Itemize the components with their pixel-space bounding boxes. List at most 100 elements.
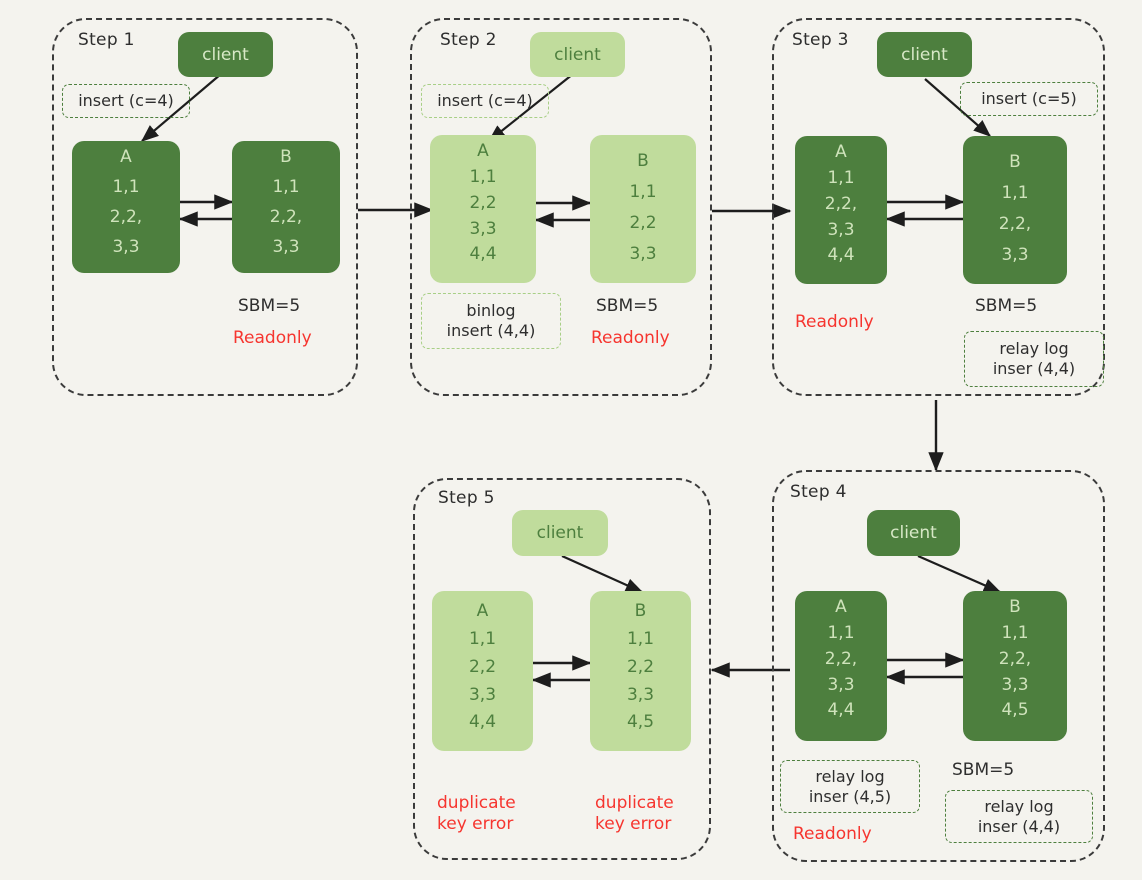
step-3-node-a-row-1: 1,1: [827, 167, 855, 188]
step-4-node-a-row-2: 2,2,: [824, 648, 858, 669]
step-4-client-box[interactable]: client: [867, 510, 960, 556]
step-2-node-a-title: A: [477, 141, 489, 161]
step-4-annot-readonly: Readonly: [793, 824, 872, 844]
step-2-node-a-row-4: 4,4: [469, 244, 497, 265]
step-3-title: Step 3: [792, 30, 849, 50]
step-3-annot-sbm: SBM=5: [975, 296, 1038, 316]
step-3-node-a-row-3: 3,3: [827, 219, 855, 240]
panel-step-5[interactable]: [413, 478, 711, 860]
step-2-node-a-row-1: 1,1: [469, 166, 497, 187]
step-1-title: Step 1: [78, 30, 135, 50]
step-5-node-a-title: A: [476, 601, 489, 621]
step-4-node-b[interactable]: B 1,1 2,2, 3,3 4,5: [963, 591, 1067, 741]
step-1-node-b-row-2: 2,2,: [269, 206, 303, 227]
step-4-callout-relay-log-b-line-1: relay log: [984, 796, 1054, 816]
panel-step-4[interactable]: [772, 470, 1105, 862]
step-2-node-b-row-2: 2,2: [629, 212, 657, 233]
step-5-annot-duplicate-key-error-a: duplicate key error: [437, 793, 516, 835]
step-5-node-a-row-3: 3,3: [468, 684, 497, 705]
step-3-callout-insert-c5[interactable]: insert (c=5): [960, 82, 1098, 116]
step-4-annot-sbm: SBM=5: [952, 760, 1015, 780]
step-5-node-b[interactable]: B 1,1 2,2 3,3 4,5: [590, 591, 691, 751]
step-1-node-a-row-2: 2,2,: [109, 206, 143, 227]
panel-step-3[interactable]: [772, 18, 1105, 396]
step-3-node-a-title: A: [835, 142, 847, 162]
step-1-annot-readonly: Readonly: [233, 328, 312, 348]
step-5-node-a-row-4: 4,4: [468, 712, 497, 733]
step-3-node-a[interactable]: A 1,1 2,2, 3,3 4,4: [795, 136, 887, 284]
step-2-callout-insert-c4-line-1: insert (c=4): [437, 91, 533, 110]
step-5-node-b-row-2: 2,2: [626, 656, 655, 677]
step-5-annot-duplicate-key-error-b: duplicate key error: [595, 793, 674, 835]
step-4-callout-relay-log-a-line-1: relay log: [815, 766, 885, 786]
step-4-node-a[interactable]: A 1,1 2,2, 3,3 4,4: [795, 591, 887, 741]
step-1-node-a-title: A: [120, 147, 132, 167]
step-1-annot-sbm: SBM=5: [238, 296, 301, 316]
step-4-callout-relay-log-a-line-2: inser (4,5): [808, 786, 892, 806]
panel-step-2[interactable]: [410, 18, 712, 396]
step-3-node-b-row-1: 1,1: [1001, 182, 1029, 203]
step-1-callout-insert-c4[interactable]: insert (c=4): [62, 84, 190, 118]
step-2-node-b-row-3: 3,3: [629, 243, 657, 264]
step-4-node-b-title: B: [1009, 597, 1021, 617]
step-5-node-a-row-2: 2,2: [468, 656, 497, 677]
step-4-node-a-row-3: 3,3: [827, 674, 855, 695]
step-4-node-a-row-1: 1,1: [827, 622, 855, 643]
step-5-node-a[interactable]: A 1,1 2,2 3,3 4,4: [432, 591, 533, 751]
step-4-title: Step 4: [790, 482, 847, 502]
step-2-client-label: client: [554, 44, 601, 65]
step-3-node-a-row-4: 4,4: [827, 245, 855, 266]
step-2-node-b[interactable]: B 1,1 2,2 3,3: [590, 135, 696, 283]
step-3-annot-readonly: Readonly: [795, 312, 874, 332]
step-4-node-b-row-2: 2,2,: [998, 648, 1032, 669]
step-2-node-a-row-2: 2,2: [469, 192, 497, 213]
step-2-node-a-row-3: 3,3: [469, 218, 497, 239]
step-2-node-b-title: B: [637, 151, 649, 171]
step-1-node-a-row-3: 3,3: [112, 236, 140, 257]
step-3-callout-relay-log[interactable]: relay log inser (4,4): [964, 331, 1104, 387]
step-1-node-b[interactable]: B 1,1 2,2, 3,3: [232, 141, 340, 273]
step-5-node-b-row-1: 1,1: [626, 628, 655, 649]
step-2-callout-insert-c4[interactable]: insert (c=4): [421, 84, 549, 118]
step-1-node-b-row-1: 1,1: [272, 176, 300, 197]
step-4-callout-relay-log-b-line-2: inser (4,4): [977, 816, 1061, 836]
step-4-callout-relay-log-a[interactable]: relay log inser (4,5): [780, 760, 920, 813]
step-4-node-b-row-4: 4,5: [1001, 700, 1029, 721]
step-1-client-box[interactable]: client: [178, 32, 273, 77]
step-2-client-box[interactable]: client: [530, 32, 625, 77]
step-4-node-b-row-1: 1,1: [1001, 622, 1029, 643]
step-3-node-b-title: B: [1009, 152, 1021, 172]
step-2-node-a[interactable]: A 1,1 2,2 3,3 4,4: [430, 135, 536, 283]
step-2-callout-binlog-line-1: binlog: [466, 301, 516, 320]
step-2-annot-sbm: SBM=5: [596, 296, 659, 316]
step-2-title: Step 2: [440, 30, 497, 50]
step-1-callout-insert-c4-line-1: insert (c=4): [78, 91, 174, 110]
step-3-node-b-row-2: 2,2,: [998, 213, 1032, 234]
step-4-node-b-row-3: 3,3: [1001, 674, 1029, 695]
step-4-callout-relay-log-b[interactable]: relay log inser (4,4): [945, 790, 1093, 843]
step-3-callout-relay-log-line-1: relay log: [999, 339, 1069, 358]
step-2-node-b-row-1: 1,1: [629, 181, 657, 202]
step-3-client-label: client: [901, 44, 948, 65]
step-3-callout-insert-c5-line-1: insert (c=5): [981, 89, 1077, 108]
step-5-title: Step 5: [438, 488, 495, 508]
panel-step-1[interactable]: [52, 18, 358, 396]
step-1-node-a[interactable]: A 1,1 2,2, 3,3: [72, 141, 180, 273]
step-5-node-b-row-4: 4,5: [626, 712, 655, 733]
step-5-node-b-row-3: 3,3: [626, 684, 655, 705]
step-4-node-a-title: A: [835, 597, 847, 617]
step-3-client-box[interactable]: client: [877, 32, 972, 77]
step-3-callout-relay-log-line-2: inser (4,4): [992, 359, 1076, 378]
step-5-client-box[interactable]: client: [512, 510, 608, 556]
step-1-node-b-title: B: [280, 147, 292, 167]
step-1-node-a-row-1: 1,1: [112, 176, 140, 197]
step-5-client-label: client: [536, 523, 584, 543]
step-3-node-b[interactable]: B 1,1 2,2, 3,3: [963, 136, 1067, 284]
step-2-callout-binlog[interactable]: binlog insert (4,4): [421, 293, 561, 349]
step-3-node-b-row-3: 3,3: [1001, 244, 1029, 265]
step-5-node-b-title: B: [634, 601, 647, 621]
step-2-annot-readonly: Readonly: [591, 328, 670, 348]
step-4-node-a-row-4: 4,4: [827, 700, 855, 721]
step-4-client-label: client: [890, 523, 937, 543]
